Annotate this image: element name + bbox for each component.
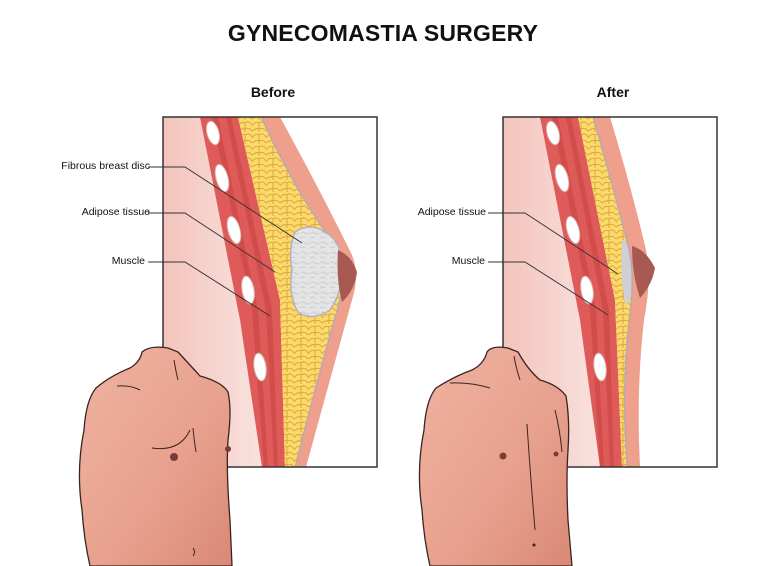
after-leader-lines [488, 212, 619, 316]
after-nipple-right [553, 451, 559, 457]
before-areola [337, 250, 357, 302]
fibrous-breast-disc [289, 226, 343, 318]
before-frame [162, 116, 378, 468]
before-callout-adipose-tissue: Adipose tissue [81, 206, 150, 218]
after-nipple-left [499, 452, 507, 460]
before-callout-fibrous-breast-disc: Fibrous breast disc [61, 160, 150, 172]
after-callout-adipose-tissue: Adipose tissue [417, 206, 486, 218]
before-callout-muscle: Muscle [111, 255, 145, 267]
after-adipose [578, 117, 633, 467]
page-title: GYNECOMASTIA SURGERY [227, 20, 539, 46]
before-torso [78, 346, 233, 566]
after-callout-muscle: Muscle [451, 255, 485, 267]
after-areola [632, 246, 655, 298]
before-nipple-right [225, 446, 231, 452]
after-torso [418, 346, 573, 566]
after-label: After [596, 84, 630, 100]
after-frame [502, 116, 718, 468]
before-label: Before [250, 84, 296, 100]
before-nipple-left [170, 453, 178, 461]
before-leader-lines [148, 166, 303, 317]
